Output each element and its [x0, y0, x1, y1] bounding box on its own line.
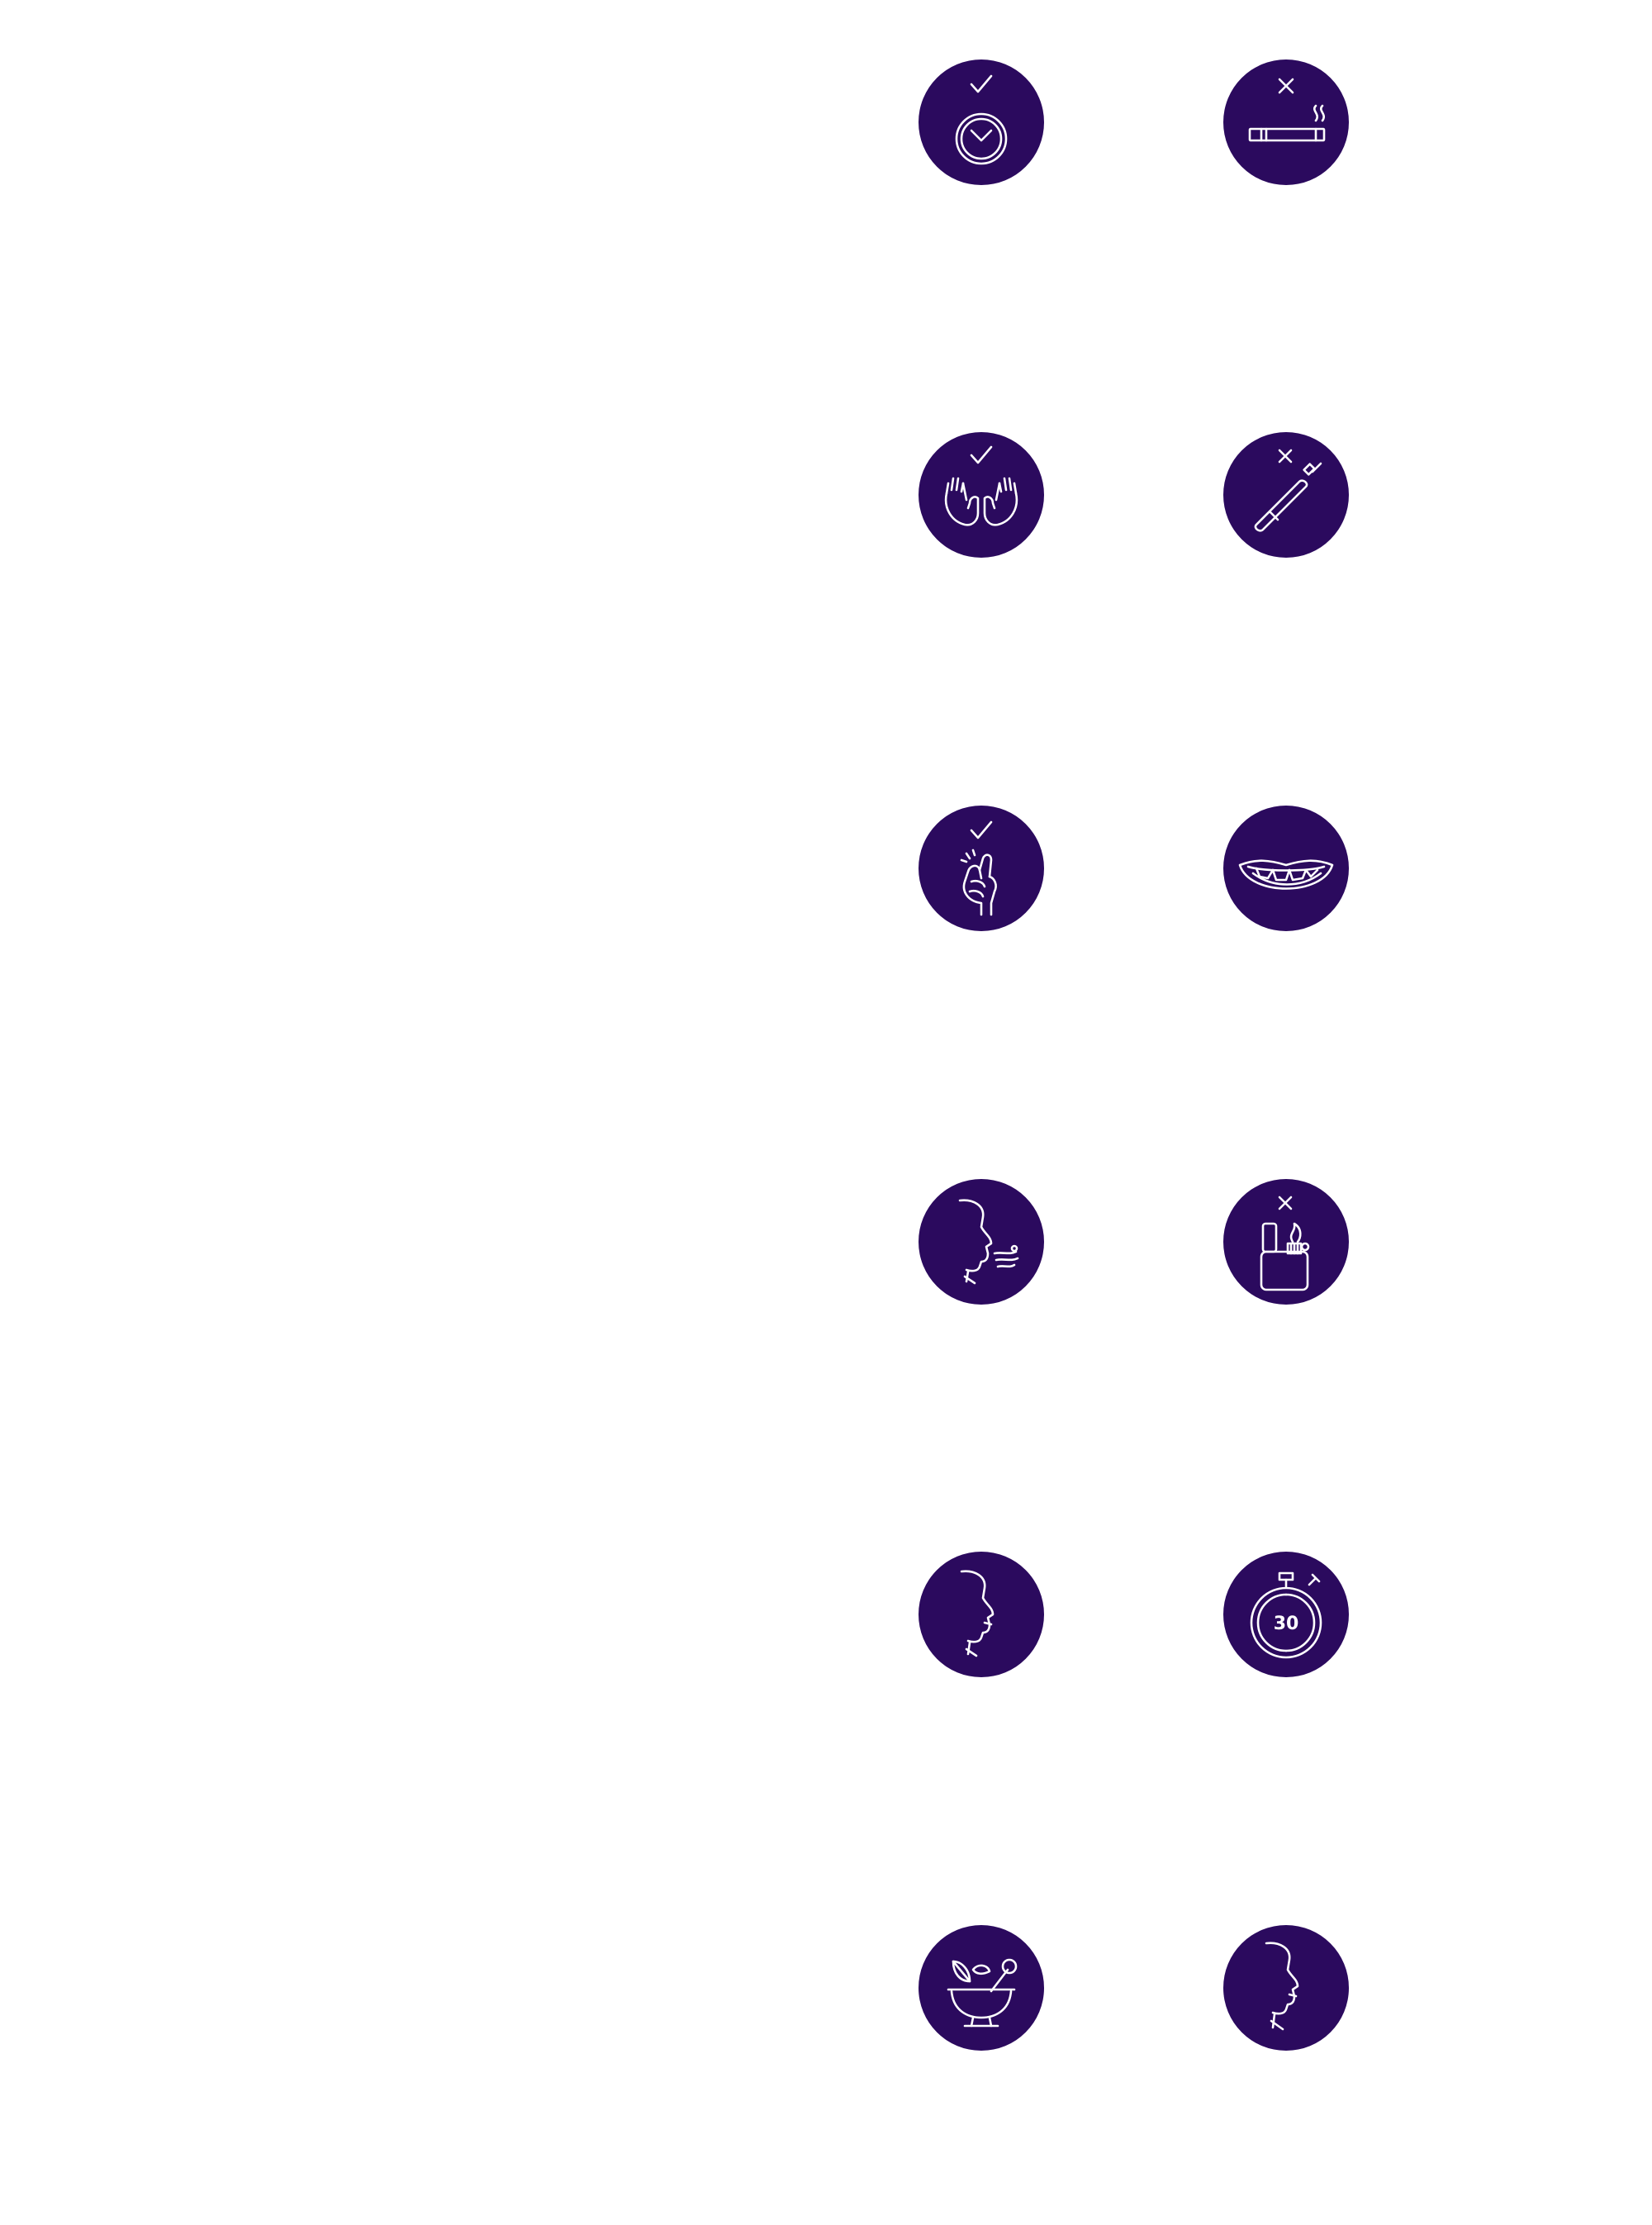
- face-profile-icon: [1223, 1925, 1349, 2051]
- stopwatch-label: 30: [1274, 1614, 1299, 1634]
- mortar-pestle-herbs-icon: [919, 1925, 1044, 2051]
- stopwatch-30-icon: 30: [1223, 1552, 1349, 1677]
- no-lighter-icon: [1223, 1179, 1349, 1305]
- finger-snap-check-icon: [919, 806, 1044, 931]
- no-vape-icon: [1223, 432, 1349, 558]
- face-profile-icon: [919, 1552, 1044, 1677]
- face-exhale-icon: [919, 1179, 1044, 1305]
- clock-check-icon: [919, 59, 1044, 185]
- clean-hands-check-icon: [919, 432, 1044, 558]
- smile-teeth-icon: [1223, 806, 1349, 931]
- no-cigarette-icon: [1223, 59, 1349, 185]
